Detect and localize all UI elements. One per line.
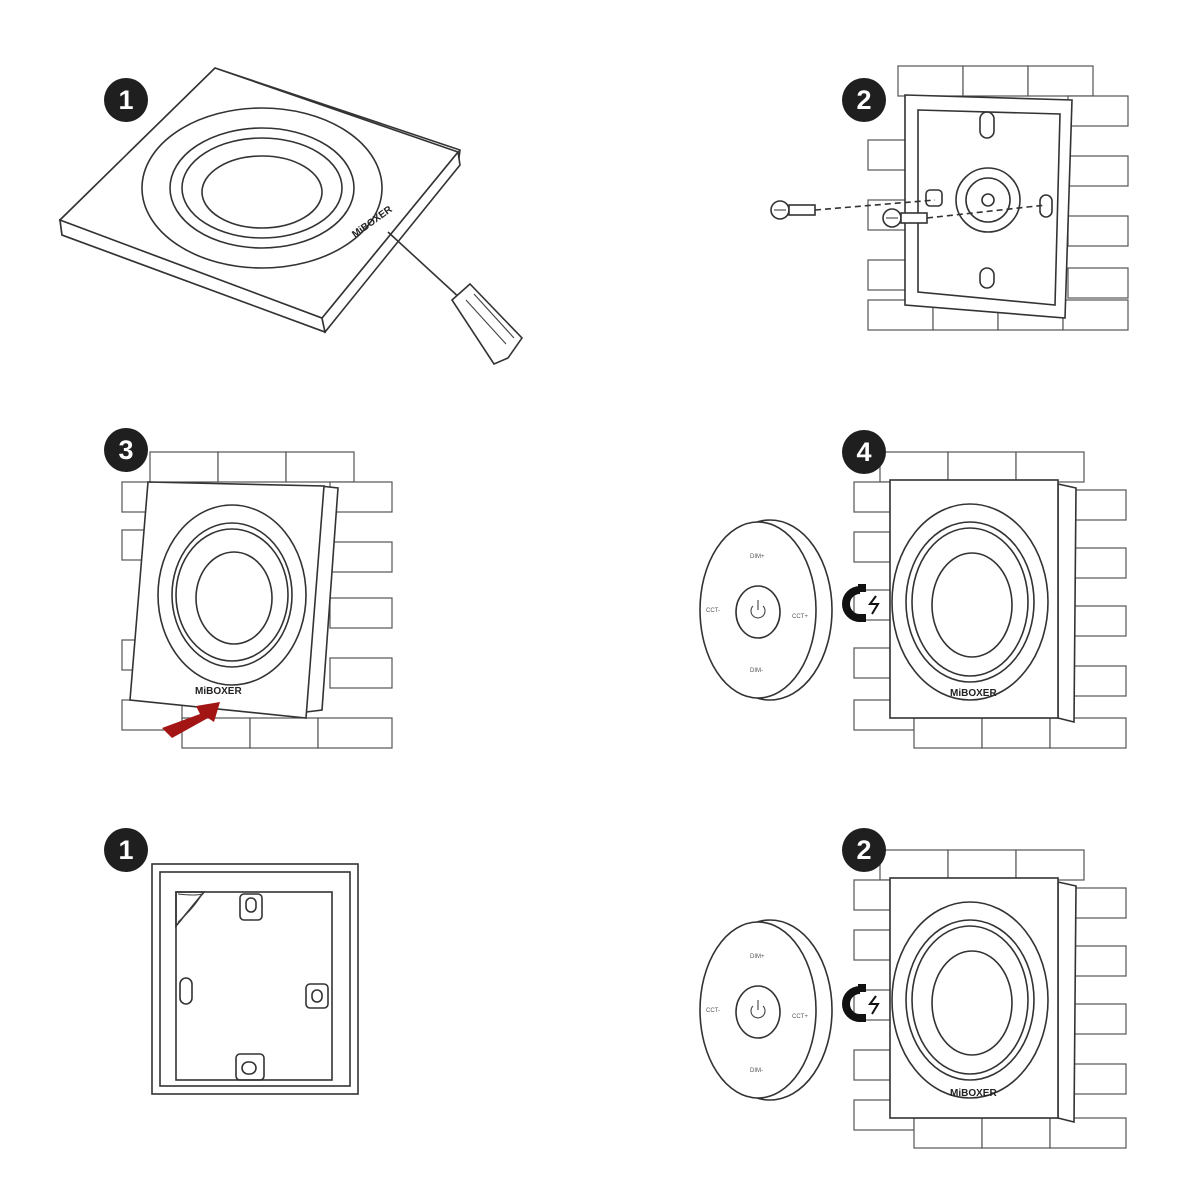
panel-step-1-top: MiBOXER 1 [0,0,600,400]
remote-magnet-illustration: MiBOXER DIM+ DIM- CCT- CCT+ [699,451,1127,749]
brand-logo-text: MiBOXER [950,1088,997,1099]
screw-icon [882,204,1047,228]
brick-wall [121,451,393,749]
push-arrow-icon [162,702,220,738]
adhesive-backplate-illustration [151,863,359,1095]
panel-step-1-bottom: 1 [0,800,600,1200]
screw-icon [770,199,936,220]
step-badge-6: 2 [842,828,886,872]
remote-label-top: DIM+ [750,954,765,960]
panel-step-4: MiBOXER DIM+ DIM- CCT- CCT+ 4 [600,400,1200,800]
step-badge-2: 2 [842,78,886,122]
step-badge-5: 1 [104,828,148,872]
remote-label-left: CCT- [706,1008,720,1014]
remote-label-top: DIM+ [750,554,765,560]
remote-label-bottom: DIM- [750,1068,763,1074]
power-icon [750,600,766,619]
panel-attach-illustration: MiBOXER [121,451,393,749]
step-badge-3: 3 [104,428,148,472]
panel-with-screwdriver-illustration: MiBOXER [58,67,524,365]
step-badge-1: 1 [104,78,148,122]
panel-step-2-top: 2 [600,0,1200,400]
panel-step-3: MiBOXER 3 [0,400,600,800]
backplate-mount-illustration [770,65,1129,331]
magnet-icon [842,584,880,622]
power-icon [750,1000,766,1019]
brand-logo-text: MiBOXER [950,688,997,699]
magnet-icon [842,984,880,1022]
panel-step-2-bottom: MiBOXER DIM+ DIM- CCT- CCT+ 2 [600,800,1200,1200]
remote-label-bottom: DIM- [750,668,763,674]
remote-control: DIM+ DIM- CCT- CCT+ [699,919,833,1101]
step-badge-4: 4 [842,430,886,474]
remote-magnet-illustration-2: MiBOXER DIM+ DIM- CCT- CCT+ [699,849,1127,1149]
remote-label-right: CCT+ [792,1014,808,1020]
remote-label-left: CCT- [706,608,720,614]
brand-logo-text: MiBOXER [195,686,242,697]
remote-label-right: CCT+ [792,614,808,620]
remote-control: DIM+ DIM- CCT- CCT+ [699,519,833,701]
